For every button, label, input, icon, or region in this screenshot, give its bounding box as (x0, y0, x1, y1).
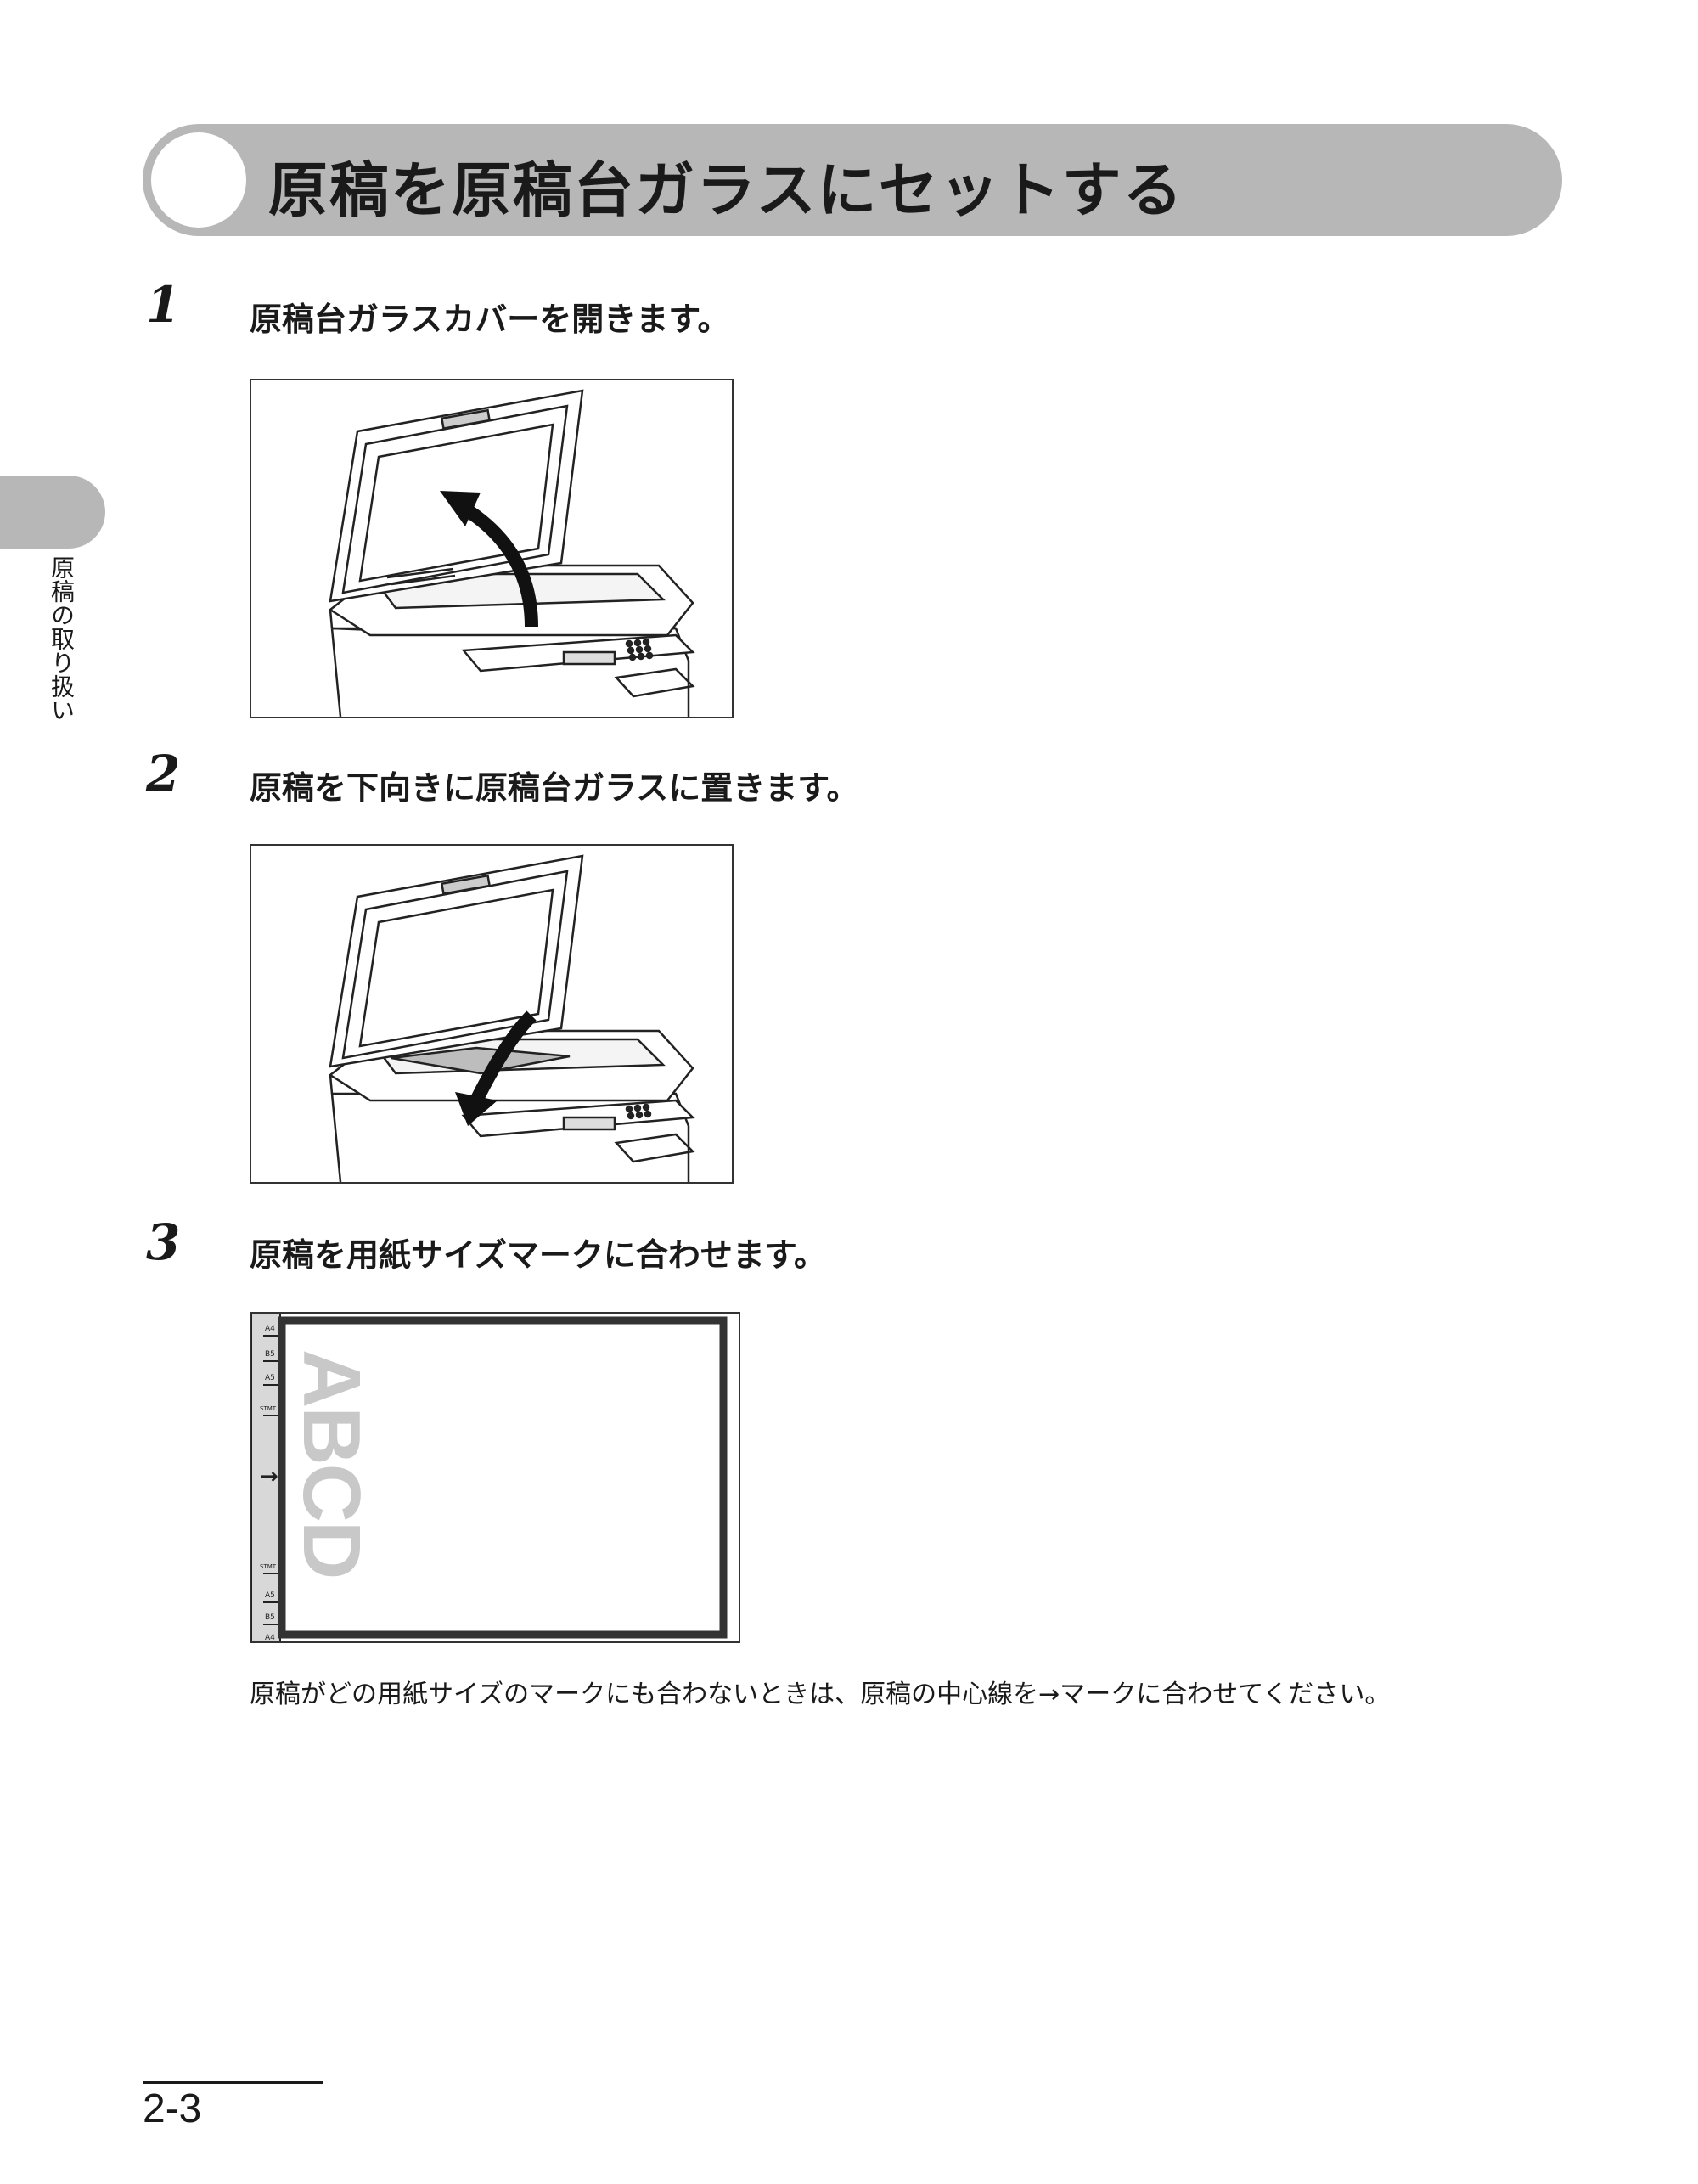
scanner-open-cover-illustration (328, 389, 695, 717)
size-mark-label: STMT (260, 1405, 277, 1412)
figure-open-cover (250, 379, 734, 718)
size-mark-label: A5 (265, 1591, 275, 1600)
document-letters: ABCD (286, 1349, 377, 1578)
size-mark-label: B5 (265, 1350, 275, 1359)
page-number: 2-3 (143, 2086, 202, 2131)
size-mark-label: B5 (265, 1613, 275, 1622)
step-3-number: 3 (146, 1213, 181, 1271)
alignment-note: 原稿がどの用紙サイズのマークにも合わないときは、原稿の中心線を→マークに合わせて… (250, 1680, 1391, 1709)
size-mark-illustration: A4 B5 A5 STMT STMT A5 B5 A4 → ABCD (251, 1314, 728, 1641)
step-2-text: 原稿を下向きに原稿台ガラスに置きます。 (250, 769, 859, 807)
size-mark-label: A4 (265, 1325, 275, 1333)
step-1-number: 1 (146, 276, 181, 334)
chapter-tab (0, 476, 105, 549)
size-mark-label: STMT (260, 1563, 277, 1570)
chapter-label: 原稿の取り扱い (48, 555, 76, 722)
figure-place-document (250, 844, 734, 1184)
step-3-text: 原稿を用紙サイズマークに合わせます。 (250, 1236, 827, 1274)
scanner-place-document-illustration (328, 854, 695, 1182)
title-circle-decoration (151, 132, 246, 228)
page-title: 原稿を原稿台ガラスにセットする (268, 155, 1184, 225)
document-outline (278, 1316, 728, 1639)
footer-rule (143, 2081, 323, 2084)
step-2-number: 2 (146, 745, 181, 802)
size-mark-label: A5 (265, 1374, 275, 1382)
center-arrow-mark: → (260, 1464, 278, 1489)
size-mark-label: A4 (265, 1634, 275, 1641)
step-1-text: 原稿台ガラスカバーを開きます。 (250, 301, 730, 338)
title-bar (143, 124, 1562, 236)
figure-align-document: A4 B5 A5 STMT STMT A5 B5 A4 → ABCD (250, 1312, 740, 1643)
